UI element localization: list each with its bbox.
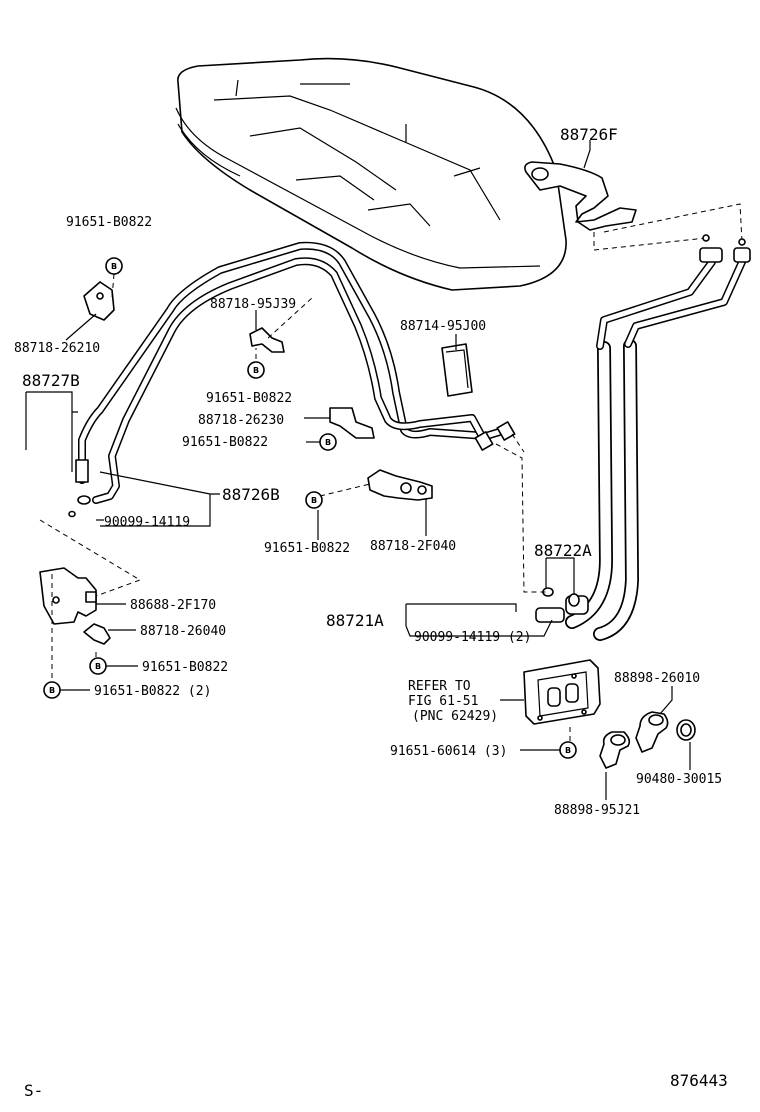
grommet-88898-95J21: [599, 731, 631, 769]
svg-text:B: B: [565, 746, 571, 755]
svg-text:B: B: [325, 438, 331, 447]
label-88721A: 88721A: [326, 611, 384, 630]
label-88688-2F170: 88688-2F170: [130, 598, 216, 613]
bolt-icon: B: [305, 491, 323, 509]
label-91651-B0822-2: 91651-B0822 (2): [94, 684, 211, 699]
grommet-88898-26010: [635, 711, 669, 753]
svg-text:B: B: [311, 496, 317, 505]
svg-text:B: B: [253, 366, 259, 375]
label-91651-B0822: 91651-B0822: [264, 541, 350, 556]
grommet-90480-30015: [676, 719, 696, 741]
label-88727B: 88727B: [22, 371, 80, 390]
svg-text:B: B: [49, 686, 55, 695]
gasket-plate: [523, 659, 601, 725]
clamp-88718-2F040: [367, 469, 433, 501]
part-88726F: [524, 161, 637, 231]
bolt-markers: B B B B B B B: [43, 257, 577, 759]
clamp-88718-95J39: [249, 327, 285, 353]
label-88726B: 88726B: [222, 485, 280, 504]
clamp-88718-26210: [83, 281, 115, 321]
bracket-88688-2F170: [39, 567, 97, 625]
hoses: [535, 247, 751, 641]
label-90099-14119-2: 90099-14119 (2): [414, 630, 531, 645]
label-91651-B0822: 91651-B0822: [66, 215, 152, 230]
svg-text:B: B: [111, 262, 117, 271]
label-90099-14119: 90099-14119: [104, 515, 190, 530]
bolt-icon: B: [89, 657, 107, 675]
label-91651-B0822: 91651-B0822: [182, 435, 268, 450]
label-88714-95J00: 88714-95J00: [400, 319, 486, 334]
diagram-number: 876443: [670, 1071, 728, 1090]
evaporator-housing: [175, 57, 567, 291]
pipe-88726B: [78, 241, 510, 504]
label-88726F: 88726F: [560, 125, 618, 144]
bolt-icon: B: [559, 741, 577, 759]
label-91651-60614-3: 91651-60614 (3): [390, 744, 507, 759]
seal-88714-95J00: [441, 343, 473, 397]
label-90480-30015: 90480-30015: [636, 772, 722, 787]
label-88718-26210: 88718-26210: [14, 341, 100, 356]
clamp-88718-26040: [83, 623, 111, 645]
label-88722A: 88722A: [534, 541, 592, 560]
label-88718-2F040: 88718-2F040: [370, 539, 456, 554]
refer-note-line2: FIG 61-51: [408, 694, 478, 709]
label-91651-B0822: 91651-B0822: [142, 660, 228, 675]
leader-lines: [25, 140, 691, 800]
refer-note-line1: REFER TO: [408, 679, 471, 694]
label-88898-95J21: 88898-95J21: [554, 803, 640, 818]
bolt-icon: B: [319, 433, 337, 451]
svg-text:B: B: [95, 662, 101, 671]
dashed-guides: [39, 273, 571, 750]
clamp-88718-26230: [329, 407, 375, 439]
bolt-icon: B: [247, 361, 265, 379]
label-88718-95J39: 88718-95J39: [210, 297, 296, 312]
refer-note-line3: (PNC 62429): [412, 709, 498, 724]
label-91651-B0822: 91651-B0822: [206, 391, 292, 406]
footer-left-code: S-: [24, 1081, 43, 1100]
part-labels: 88726F 91651-B0822 88718-26210 88718-95J…: [14, 125, 722, 818]
bolt-icon: B: [43, 681, 61, 699]
label-88718-26230: 88718-26230: [198, 413, 284, 428]
label-88898-26010: 88898-26010: [614, 671, 700, 686]
bolt-icon: B: [105, 257, 123, 275]
label-88718-26040: 88718-26040: [140, 624, 226, 639]
pipe-fittings: [68, 421, 516, 518]
